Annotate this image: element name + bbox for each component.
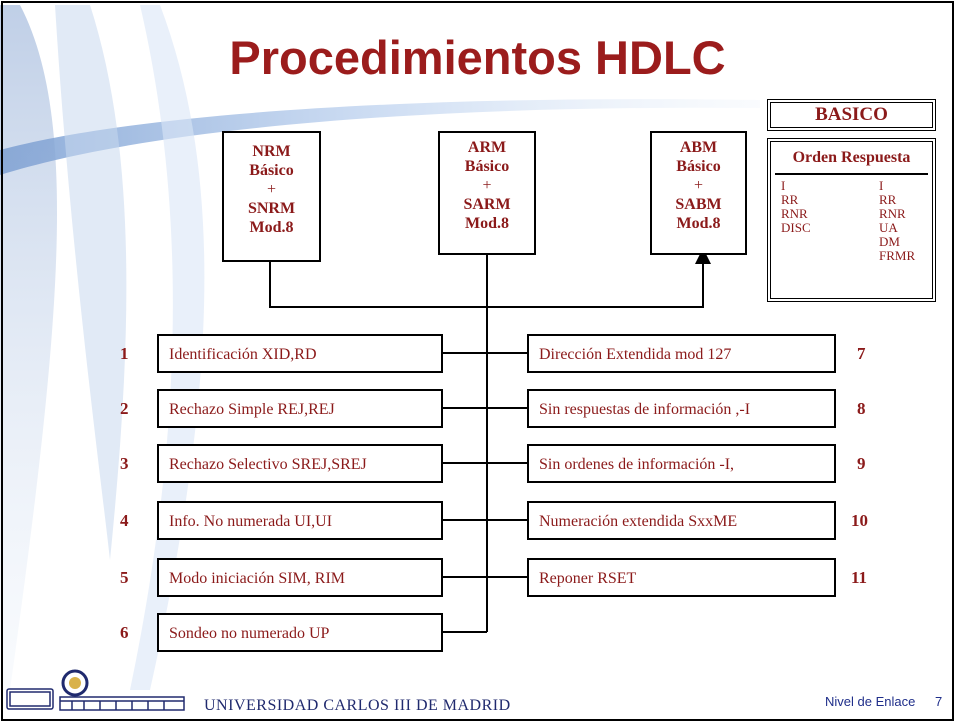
orden-item: I	[781, 178, 786, 193]
mode-line: NRM	[252, 143, 291, 160]
option-box: Info. No numerada UI,UI	[157, 501, 443, 540]
orden-item: RR	[781, 192, 799, 207]
option-box: Modo iniciación SIM, RIM	[157, 558, 443, 597]
orden-item: DISC	[781, 220, 811, 235]
option-number: 1	[120, 344, 129, 363]
mode-line: Mod.8	[465, 215, 509, 232]
respuesta-item: DM	[879, 234, 900, 249]
mode-line: Básico	[676, 158, 721, 175]
respuesta-item: RNR	[879, 206, 906, 221]
mode-line: +	[693, 177, 704, 194]
mode-line: +	[482, 177, 492, 194]
respuesta-item: UA	[879, 220, 898, 235]
orden-column: I RR RNR DISC	[781, 179, 811, 235]
basico-table: Orden Respuesta I RR RNR DISC I RR RNR U…	[767, 138, 936, 302]
university-name: UNIVERSIDAD CARLOS III DE MADRID	[204, 697, 511, 714]
respuesta-item: FRMR	[879, 248, 916, 263]
option-number: 11	[851, 568, 868, 587]
option-number: 8	[857, 399, 866, 418]
divider	[775, 173, 928, 175]
option-box: Numeración extendida SxxME	[527, 501, 836, 540]
orden-item: RNR	[781, 206, 808, 221]
mode-line: Mod.8	[249, 219, 294, 236]
option-box: Sin ordenes de información -I,	[527, 444, 836, 483]
option-number: 4	[120, 511, 129, 530]
mode-line: Mod.8	[676, 215, 721, 232]
option-number: 5	[120, 568, 129, 587]
option-box: Rechazo Selectivo SREJ,SREJ	[157, 444, 443, 483]
basico-title: BASICO	[767, 99, 936, 131]
respuesta-column: I RR RNR UA DM FRMR	[879, 179, 915, 263]
respuesta-item: I	[879, 178, 884, 193]
section-label: Nivel de Enlace	[825, 694, 916, 709]
mode-line: SNRM	[247, 200, 296, 217]
basico-header: Orden Respuesta	[792, 149, 911, 166]
option-box: Sin respuestas de información ,-I	[527, 389, 836, 428]
option-box: Rechazo Simple REJ,REJ	[157, 389, 443, 428]
respuesta-item: RR	[879, 192, 897, 207]
mode-box-arm: ARM Básico + SARM Mod.8	[438, 131, 536, 255]
mode-line: Básico	[249, 162, 294, 179]
mode-line: SABM	[675, 196, 722, 213]
mode-line: +	[266, 181, 277, 198]
mode-line: SARM	[463, 196, 511, 213]
option-number: 10	[851, 511, 868, 530]
mode-line: ARM	[467, 139, 507, 156]
option-number: 6	[120, 623, 129, 642]
page-number: 7	[935, 694, 943, 709]
mode-line: Básico	[464, 158, 510, 175]
option-box: Identificación XID,RD	[157, 334, 443, 373]
option-number: 2	[120, 399, 129, 418]
option-box: Reponer RSET	[527, 558, 836, 597]
option-number: 7	[857, 344, 866, 363]
option-number: 3	[120, 454, 129, 473]
option-box: Dirección Extendida mod 127	[527, 334, 836, 373]
mode-line: ABM	[679, 139, 718, 156]
option-number: 9	[857, 454, 866, 473]
option-box: Sondeo no numerado UP	[157, 613, 443, 652]
mode-box-abm: ABM Básico + SABM Mod.8	[650, 131, 747, 255]
page-title: Procedimientos HDLC	[229, 31, 726, 84]
mode-box-nrm: NRM Básico + SNRM Mod.8	[222, 131, 321, 262]
